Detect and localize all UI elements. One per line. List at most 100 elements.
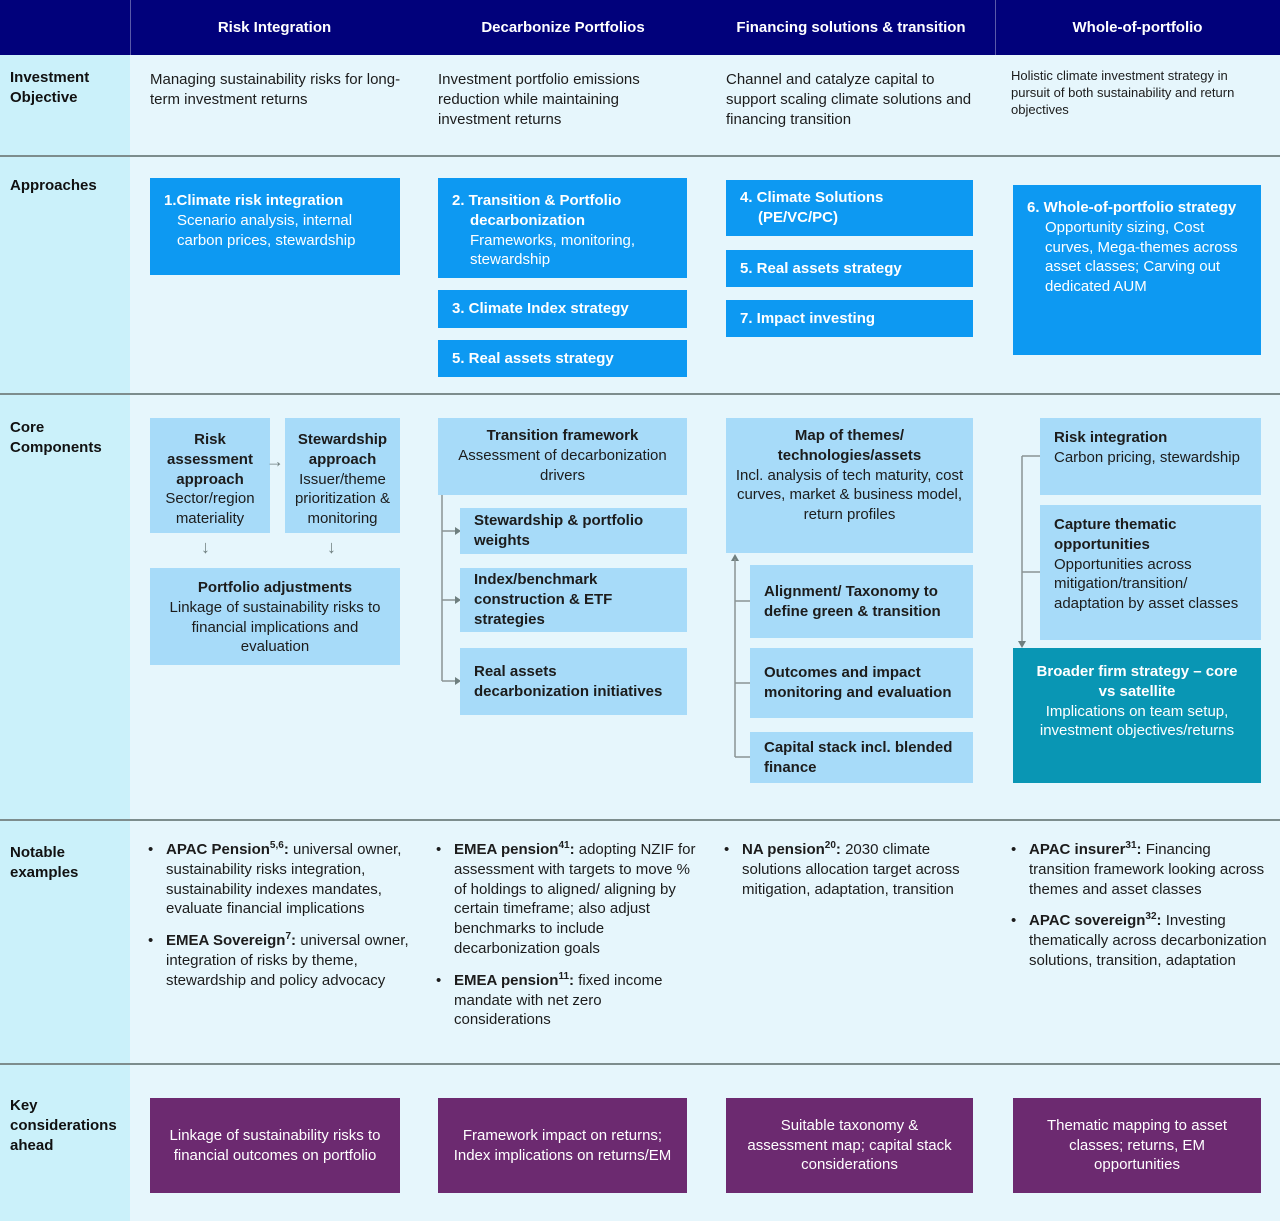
row-label-investment-objective: Investment Objective bbox=[10, 69, 90, 106]
bullet-icon: • bbox=[436, 971, 442, 989]
objective-whole-of-portfolio: Holistic climate investment strategy in … bbox=[1011, 68, 1235, 117]
core-body: Carbon pricing, stewardship bbox=[1054, 448, 1240, 466]
connector-branch-up bbox=[726, 553, 752, 769]
core-box-risk-assessment: Risk assessment approach Sector/region m… bbox=[150, 418, 270, 533]
core-title: Capture thematic opportunities bbox=[1054, 516, 1177, 553]
objective-financing: Channel and catalyze capital to support … bbox=[726, 71, 972, 128]
key-consideration-box-whole-of-portfolio: Thematic mapping to asset classes; retur… bbox=[1013, 1098, 1261, 1193]
core-box-broader-firm-strategy: Broader firm strategy – core vs satellit… bbox=[1013, 648, 1261, 783]
key-consideration-box-financing: Suitable taxonomy & assessment map; capi… bbox=[726, 1098, 973, 1193]
core-body: Sector/region materiality bbox=[165, 490, 255, 528]
key-consideration-box-risk-integration: Linkage of sustainability risks to finan… bbox=[150, 1098, 400, 1193]
core-box-index-benchmark: Index/benchmark construction & ETF strat… bbox=[460, 568, 687, 632]
arrow-down-icon: ↓ bbox=[201, 537, 210, 557]
arrow-down-icon: ↓ bbox=[327, 537, 336, 557]
core-body: Issuer/theme prioritization & monitoring bbox=[294, 470, 391, 528]
core-body: Assessment of decarbonization drivers bbox=[458, 446, 667, 484]
notable-examples-list-decarbonize: • EMEA pension41: adopting NZIF for asse… bbox=[436, 840, 698, 1042]
approach-body: Frameworks, monitoring, stewardship bbox=[470, 231, 636, 269]
core-box-stewardship-approach: Stewardship approach Issuer/theme priori… bbox=[285, 418, 400, 533]
core-title: Transition framework bbox=[486, 427, 639, 444]
connector-merge-down bbox=[1016, 445, 1042, 656]
bullet-icon: • bbox=[148, 932, 154, 950]
list-item: • APAC Pension5,6: universal owner, sust… bbox=[148, 840, 410, 919]
example-text: APAC sovereign32: Investing thematically… bbox=[1029, 911, 1267, 969]
core-title: Map of themes/ technologies/assets bbox=[777, 427, 922, 464]
notable-examples-list-risk-integration: • APAC Pension5,6: universal owner, sust… bbox=[148, 840, 410, 1003]
row-separator bbox=[0, 155, 1280, 157]
core-title: Risk integration bbox=[1054, 429, 1168, 446]
row-label-core-components: Core Components bbox=[10, 419, 102, 456]
notable-examples-list-whole-of-portfolio: • APAC insurer31: Financing transition f… bbox=[1011, 840, 1269, 983]
approach-box-real-assets-2: 5. Real assets strategy bbox=[726, 250, 973, 287]
core-title: Portfolio adjustments bbox=[197, 579, 353, 596]
example-text: EMEA Sovereign7: universal owner, integr… bbox=[166, 931, 409, 989]
core-body: Linkage of sustainability risks to finan… bbox=[169, 598, 381, 656]
example-text: APAC insurer31: Financing transition fra… bbox=[1029, 840, 1265, 898]
approach-box-whole-of-portfolio: 6. Whole-of-portfolio strategy Opportuni… bbox=[1013, 185, 1261, 355]
approach-body: Opportunity sizing, Cost curves, Mega-th… bbox=[1045, 218, 1238, 296]
list-item: • APAC insurer31: Financing transition f… bbox=[1011, 840, 1269, 899]
core-box-risk-integration: Risk integration Carbon pricing, steward… bbox=[1040, 418, 1261, 495]
row-separator bbox=[0, 1063, 1280, 1065]
list-item: • NA pension20: 2030 climate solutions a… bbox=[724, 840, 986, 899]
core-body: Incl. analysis of tech maturity, cost cu… bbox=[735, 466, 964, 524]
core-box-portfolio-adjustments: Portfolio adjustments Linkage of sustain… bbox=[150, 568, 400, 665]
approach-title: 6. Whole-of-portfolio strategy bbox=[1027, 199, 1237, 216]
core-box-stewardship-weights: Stewardship & portfolio weights bbox=[460, 508, 687, 554]
list-item: • EMEA pension11: fixed income mandate w… bbox=[436, 971, 698, 1030]
core-title: Broader firm strategy – core vs satellit… bbox=[1036, 663, 1238, 700]
core-box-outcomes-impact: Outcomes and impact monitoring and evalu… bbox=[750, 648, 973, 718]
bullet-icon: • bbox=[1011, 841, 1017, 858]
core-title: Risk assessment approach bbox=[167, 431, 253, 488]
row-label-notable-examples: Notable examples bbox=[10, 844, 79, 881]
core-box-transition-framework: Transition framework Assessment of decar… bbox=[438, 418, 687, 495]
row-label-approaches: Approaches bbox=[10, 177, 97, 194]
core-box-capture-thematic: Capture thematic opportunities Opportuni… bbox=[1040, 505, 1261, 640]
approach-body: Scenario analysis, internal carbon price… bbox=[177, 211, 356, 249]
core-box-real-assets-decarb: Real assets decarbonization initiatives bbox=[460, 648, 687, 715]
row-separator bbox=[0, 819, 1280, 821]
header-column-whole-of-portfolio: Whole-of-portfolio bbox=[1072, 19, 1203, 36]
objective-risk-integration: Managing sustainability risks for long-t… bbox=[150, 71, 401, 108]
list-item: • EMEA Sovereign7: universal owner, inte… bbox=[148, 931, 410, 990]
core-box-capital-stack: Capital stack incl. blended finance bbox=[750, 732, 973, 783]
bullet-icon: • bbox=[1011, 912, 1017, 930]
approach-box-climate-risk-integration: 1.Climate risk integration Scenario anal… bbox=[150, 178, 400, 275]
bullet-icon: • bbox=[436, 841, 442, 858]
core-body: Implications on team setup, investment o… bbox=[1039, 702, 1235, 740]
header-column-financing-solutions: Financing solutions & transition bbox=[736, 19, 966, 36]
list-item: • EMEA pension41: adopting NZIF for asse… bbox=[436, 840, 698, 959]
bullet-icon: • bbox=[724, 841, 730, 858]
approach-box-climate-solutions: 4. Climate Solutions (PE/VC/PC) bbox=[726, 180, 973, 236]
header-column-risk-integration: Risk Integration bbox=[217, 19, 332, 36]
connector-branch-down-right bbox=[438, 495, 462, 701]
objective-decarbonize: Investment portfolio emissions reduction… bbox=[438, 71, 640, 128]
approach-title: 4. Climate Solutions (PE/VC/PC) bbox=[740, 189, 884, 226]
core-box-alignment-taxonomy: Alignment/ Taxonomy to define green & tr… bbox=[750, 565, 973, 638]
approach-box-real-assets: 5. Real assets strategy bbox=[438, 340, 687, 377]
row-label-key-considerations: Key considerations ahead bbox=[10, 1097, 117, 1154]
arrow-right-icon: → bbox=[266, 451, 284, 471]
approach-box-impact-investing: 7. Impact investing bbox=[726, 300, 973, 337]
bullet-icon: • bbox=[148, 841, 154, 858]
header-column-decarbonize-portfolios: Decarbonize Portfolios bbox=[481, 19, 645, 36]
core-title: Stewardship approach bbox=[297, 431, 388, 468]
notable-examples-list-financing: • NA pension20: 2030 climate solutions a… bbox=[724, 840, 986, 911]
example-text: NA pension20: 2030 climate solutions all… bbox=[742, 840, 960, 898]
core-body: Opportunities across mitigation/transiti… bbox=[1054, 555, 1239, 613]
approach-title: 2. Transition & Portfolio decarbonizatio… bbox=[452, 192, 622, 229]
approach-box-climate-index: 3. Climate Index strategy bbox=[438, 290, 687, 328]
header-divider bbox=[995, 0, 996, 55]
core-box-map-of-themes: Map of themes/ technologies/assets Incl.… bbox=[726, 418, 973, 553]
row-separator bbox=[0, 393, 1280, 395]
approach-title: 1.Climate risk integration bbox=[164, 192, 344, 209]
example-text: APAC Pension5,6: universal owner, sustai… bbox=[166, 840, 402, 918]
example-text: EMEA pension41: adopting NZIF for assess… bbox=[454, 840, 696, 957]
row-label-column bbox=[0, 55, 130, 1221]
example-text: EMEA pension11: fixed income mandate wit… bbox=[454, 970, 663, 1029]
header-bar: Risk Integration Decarbonize Portfolios … bbox=[0, 0, 1280, 55]
header-divider bbox=[130, 0, 131, 55]
list-item: • APAC sovereign32: Investing thematical… bbox=[1011, 911, 1269, 970]
